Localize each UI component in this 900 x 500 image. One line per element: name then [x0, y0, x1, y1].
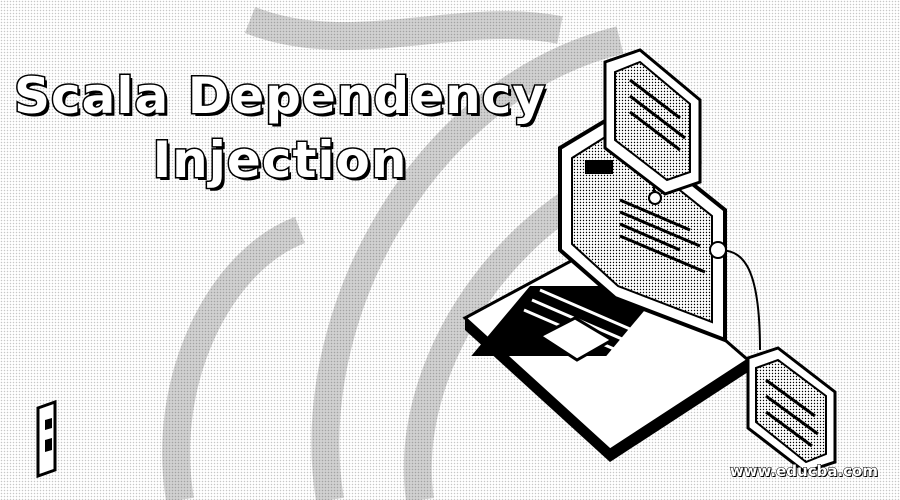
code-panel-icon: [603, 48, 702, 196]
site-watermark: www.educba.com: [729, 462, 878, 481]
page-title-line-2: Injection: [151, 130, 408, 191]
page-title-line-1: Scala Dependency: [13, 66, 547, 127]
code-panel-icon: [746, 346, 837, 474]
